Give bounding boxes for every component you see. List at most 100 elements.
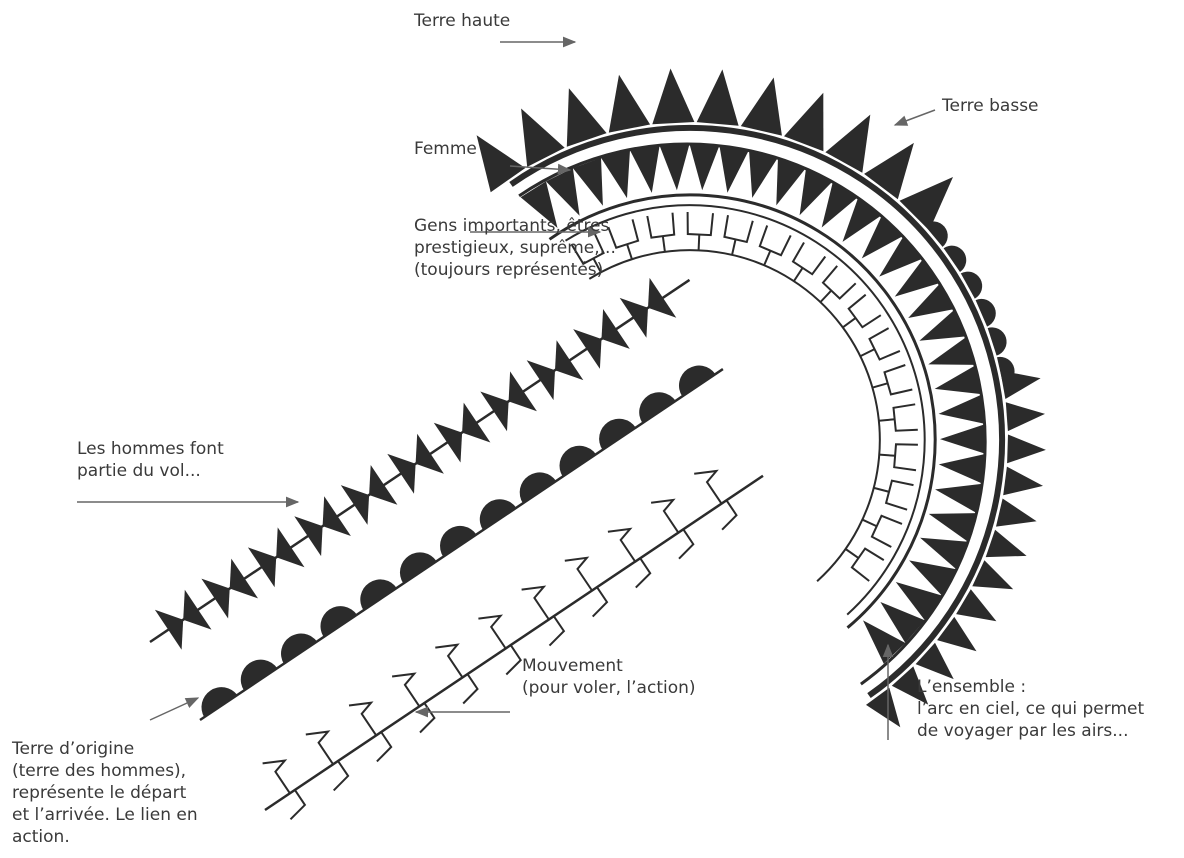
movement-hook (522, 587, 549, 620)
origin-half-disc (599, 419, 636, 450)
women-triangle (928, 336, 976, 365)
important-person-bracket (724, 215, 752, 242)
movement-tail (679, 529, 693, 558)
terre-haute-triangle (609, 75, 650, 133)
terre-haute-triangle (900, 177, 954, 231)
terre-haute-triangle (652, 69, 694, 125)
label-terre-haute: Terre haute (414, 10, 510, 32)
important-person-stem (699, 234, 700, 250)
bowtie-left-triangle (248, 547, 276, 587)
bowtie-right-triangle (183, 590, 211, 630)
important-person-bracket (894, 404, 918, 430)
bowtie-left-triangle (434, 423, 462, 463)
outer-lower-triangle (1003, 467, 1043, 496)
label-terre-basse: Terre basse (942, 95, 1039, 117)
important-person-bracket (872, 516, 902, 547)
bowtie-left-triangle (201, 579, 229, 619)
movement-hook (651, 500, 678, 533)
women-triangle (935, 484, 983, 513)
movement-tail (463, 674, 477, 703)
important-person-stem (874, 488, 889, 492)
label-hommes: Les hommes font partie du vol... (77, 438, 224, 482)
important-person-bracket (870, 328, 900, 359)
movement-hook (349, 703, 376, 736)
important-person-stem (821, 290, 832, 302)
men-bowtie-band (150, 278, 690, 650)
important-person-stem (627, 244, 632, 259)
important-person-stem (663, 236, 665, 252)
bowtie-right-triangle (230, 559, 258, 599)
label-ensemble: L’ensemble : l’arc en ciel, ce qui perme… (917, 676, 1144, 742)
bowtie-right-triangle (509, 371, 537, 411)
bowtie-left-triangle (155, 610, 183, 650)
important-person-stem (879, 455, 895, 456)
important-person-stem (873, 383, 888, 387)
important-ring-inner-line (589, 250, 880, 581)
women-triangle (776, 157, 806, 205)
movement-hook (435, 645, 462, 678)
movement-hook (478, 616, 505, 649)
movement-tail (334, 761, 348, 790)
annotation-arrows (77, 42, 935, 740)
movement-hook (306, 732, 333, 765)
outer-lower-triangle (996, 499, 1037, 527)
important-person-stem (843, 318, 856, 328)
movement-hook (263, 761, 290, 794)
important-person-stem (861, 349, 875, 356)
terre-haute-triangle (741, 78, 782, 136)
origin-half-disc (559, 446, 595, 477)
important-person-stem (879, 419, 895, 421)
movement-tail (506, 645, 520, 674)
women-triangle (749, 150, 778, 198)
bowtie-left-triangle (480, 392, 508, 432)
terre-haute-triangle (477, 135, 526, 192)
bowtie-left-triangle (341, 485, 369, 525)
arrow-terre-basse (895, 110, 935, 125)
important-person-stem (794, 268, 803, 281)
origin-half-disc (201, 687, 237, 717)
movement-hook (608, 529, 635, 562)
important-person-bracket (852, 549, 884, 581)
women-triangle (601, 150, 630, 198)
bowtie-right-triangle (555, 340, 583, 380)
origin-half-disc (440, 526, 476, 557)
movement-tail (636, 558, 650, 587)
outer-lower-triangle (986, 530, 1027, 557)
movement-tail (291, 790, 305, 819)
movement-hook (565, 558, 592, 591)
women-triangle (690, 144, 720, 190)
origin-half-disc (639, 392, 675, 423)
important-person-stem (863, 520, 878, 527)
outer-lower-triangle (1007, 435, 1046, 464)
outer-lower-triangle (1000, 371, 1040, 399)
outer-lower-triangle (1006, 402, 1045, 431)
women-triangle (719, 146, 749, 193)
bowtie-left-triangle (573, 329, 601, 369)
movement-tail (722, 500, 736, 529)
movement-tail (550, 616, 564, 645)
movement-hook (694, 471, 721, 504)
women-triangle (630, 146, 660, 193)
origin-half-disc (360, 579, 396, 610)
label-gens-importants: Gens importants, êtres prestigieux, supr… (414, 215, 616, 281)
important-person-bracket (760, 226, 791, 256)
women-triangle (939, 454, 986, 484)
bowtie-left-triangle (387, 454, 415, 494)
origin-half-disc (281, 634, 317, 664)
movement-tail (420, 703, 434, 732)
bowtie-right-triangle (276, 527, 304, 567)
origin-half-disc (480, 499, 516, 530)
important-person-stem (764, 250, 770, 265)
women-triangle (935, 365, 983, 394)
origin-half-disc (520, 472, 556, 503)
origin-half-disc (400, 552, 437, 583)
terre-haute-triangle (864, 143, 914, 199)
important-person-bracket (894, 444, 918, 470)
women-triangle (940, 424, 986, 454)
bowtie-right-triangle (323, 496, 351, 536)
bowtie-left-triangle (527, 360, 555, 400)
origin-half-disc (320, 606, 356, 637)
label-femme: Femme (414, 138, 477, 160)
movement-hook (392, 674, 419, 707)
origin-half-disc (679, 366, 715, 397)
